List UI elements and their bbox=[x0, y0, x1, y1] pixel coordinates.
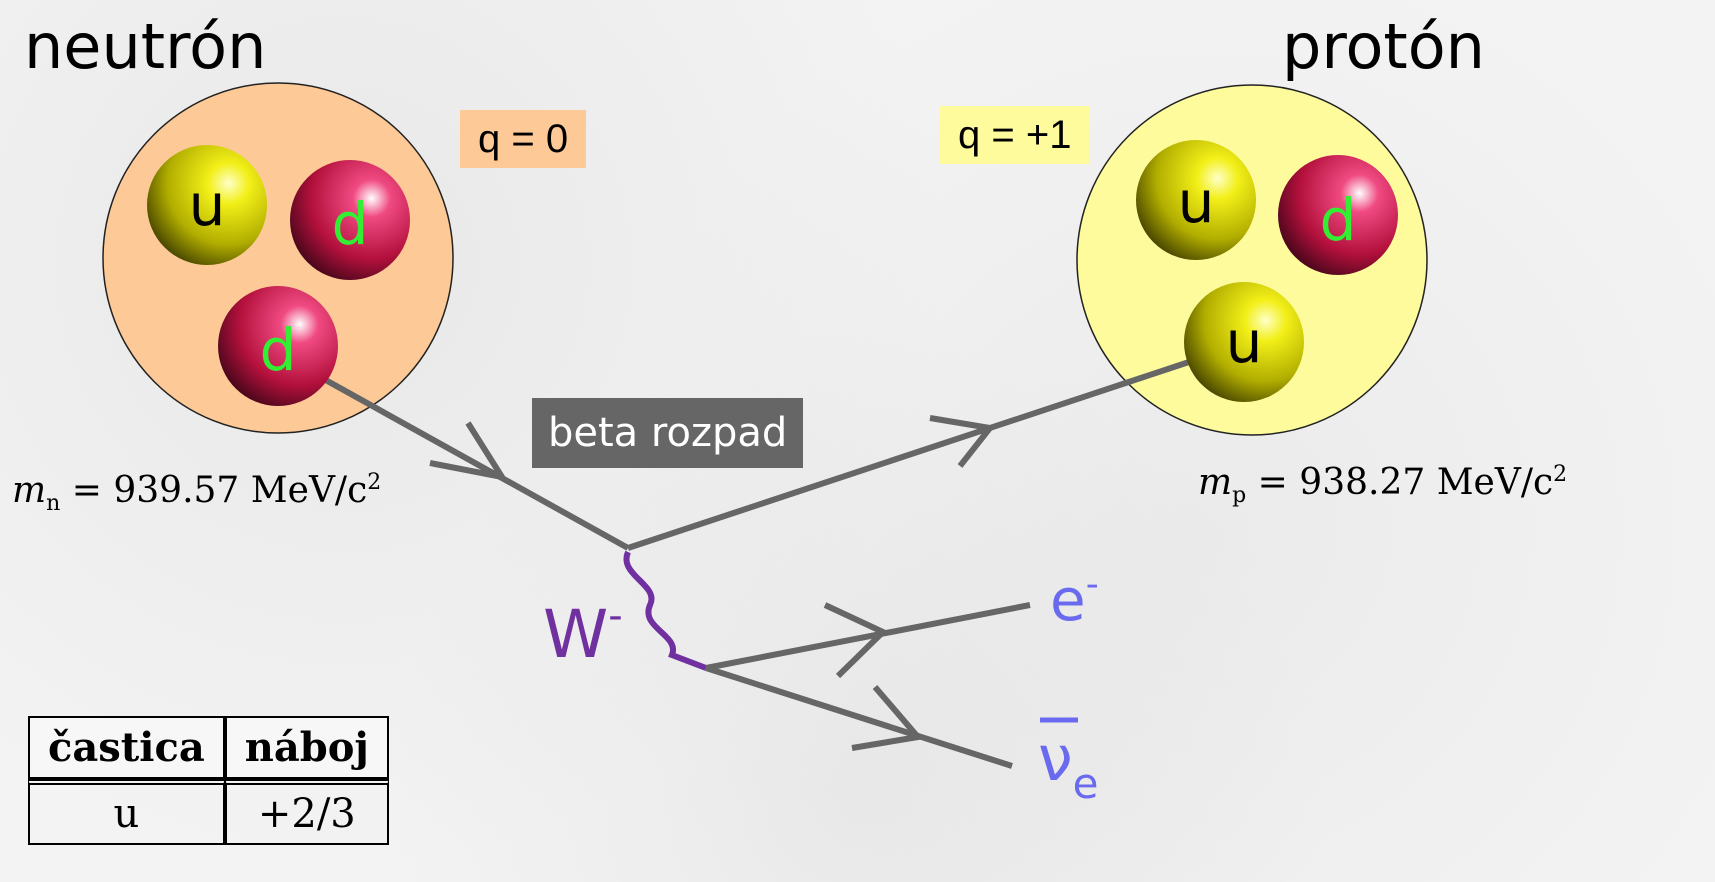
table-header-row: častica náboj bbox=[28, 716, 389, 779]
antineutrino-subscript: e bbox=[1073, 759, 1099, 808]
table-header-particle: častica bbox=[28, 716, 225, 779]
particle-charge-table-wrapper: častica náboj u +2/3 bbox=[28, 716, 389, 845]
antineutrino-symbol: ν bbox=[1038, 722, 1073, 795]
up-quark-line bbox=[628, 360, 1195, 548]
proton-quark-1-label: u bbox=[1178, 168, 1215, 236]
w-boson-label: W- bbox=[543, 593, 623, 673]
w-boson-symbol: W bbox=[543, 596, 608, 673]
electron-label: e- bbox=[1050, 564, 1099, 634]
w-boson-line bbox=[626, 552, 706, 668]
proton-quark-2-label: d bbox=[1320, 186, 1357, 254]
electron-charge: - bbox=[1086, 564, 1099, 605]
table-row: u +2/3 bbox=[28, 779, 389, 845]
antineutrino-label: νe bbox=[1038, 722, 1098, 808]
table-header-charge: náboj bbox=[225, 716, 389, 779]
down-quark-line bbox=[322, 378, 628, 548]
neutrino-line bbox=[706, 668, 1012, 766]
particle-charge-table: častica náboj u +2/3 bbox=[28, 716, 389, 845]
neutron-quark-2-label: d bbox=[332, 190, 369, 258]
table-cell-charge: +2/3 bbox=[225, 779, 389, 845]
w-boson-charge: - bbox=[608, 593, 622, 639]
proton-quark-3-label: u bbox=[1226, 308, 1263, 376]
electron-line bbox=[706, 605, 1030, 668]
electron-symbol: e bbox=[1050, 566, 1086, 634]
table-cell-particle: u bbox=[28, 779, 225, 845]
neutron-quark-1-label: u bbox=[189, 171, 226, 239]
neutron-quark-3-label: d bbox=[260, 316, 297, 384]
